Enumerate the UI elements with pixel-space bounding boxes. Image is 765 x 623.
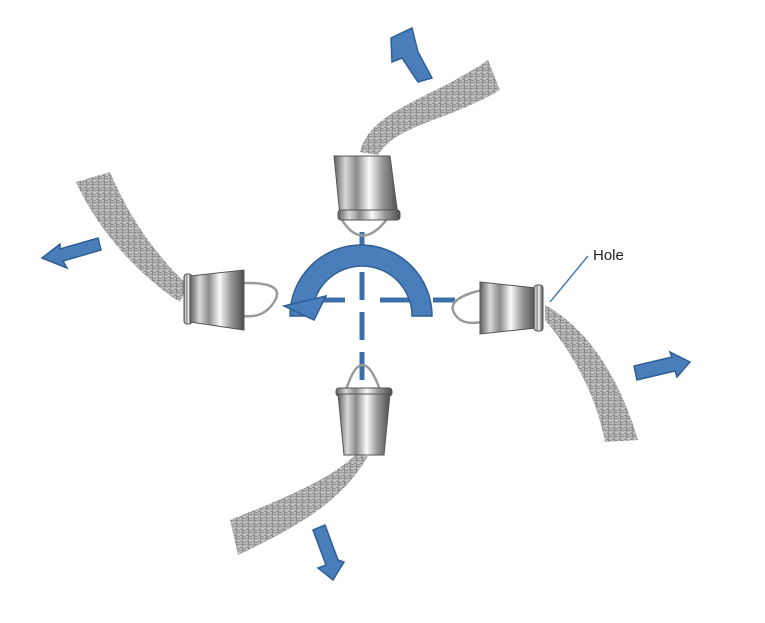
- arrow-bottom-icon: [312, 524, 346, 582]
- hole-callout: Hole: [549, 247, 624, 303]
- arrow-right-icon: [633, 350, 692, 381]
- water-stream-left: [76, 172, 188, 302]
- hole-label: Hole: [593, 247, 624, 264]
- bucket-top: [333, 155, 401, 237]
- water-stream-bottom: [230, 455, 368, 555]
- water-stream-right: [545, 305, 638, 442]
- arrow-top-icon: [390, 26, 434, 83]
- water-stream-top: [360, 60, 500, 155]
- bucket-bottom: [335, 363, 393, 456]
- bucket-left: [183, 269, 279, 331]
- rotation-arrow-icon: [281, 244, 433, 321]
- arrow-left-icon: [40, 237, 102, 270]
- bucket-right: [451, 281, 544, 335]
